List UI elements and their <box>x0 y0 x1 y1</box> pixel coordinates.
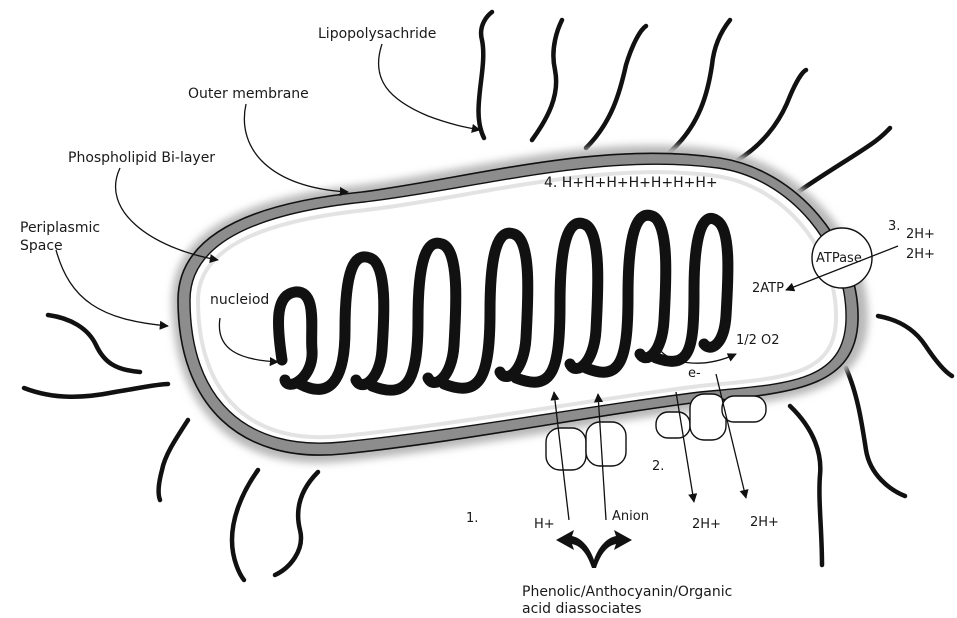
h-plus-label: H+ <box>534 517 555 532</box>
appendage <box>790 406 822 565</box>
proton-gradient-label: 4. H+H+H+H+H+H+H+ <box>544 175 718 191</box>
lipopolysachride-label: Lipopolysachride <box>318 26 436 42</box>
nucleiod-label: nucleiod <box>210 292 269 308</box>
anion-label: Anion <box>612 509 649 524</box>
electron-transport-protein <box>656 412 690 438</box>
phospholipid-label: Phospholipid Bi-layer <box>68 150 215 166</box>
electron-transport-protein <box>690 394 726 440</box>
appendage <box>738 70 806 160</box>
electron-label: e- <box>688 366 701 381</box>
electron-transport-protein <box>722 396 766 422</box>
appendage <box>479 12 492 138</box>
step-3-label: 3. <box>888 219 900 234</box>
step-1-label: 1. <box>466 511 478 526</box>
atp-label: 2ATP <box>752 281 784 296</box>
appendage <box>159 420 188 500</box>
appendage <box>846 368 905 496</box>
outer-membrane-leader <box>244 104 348 192</box>
transporter-protein <box>586 422 626 466</box>
step-2-label: 2. <box>652 459 664 474</box>
outer-membrane-label: Outer membrane <box>188 86 309 102</box>
appendage <box>232 470 258 580</box>
efflux-h-label: 2H+ <box>750 515 779 530</box>
transporter-protein <box>546 428 586 470</box>
appendage <box>48 315 140 372</box>
step-3-h1-label: 2H+ <box>906 227 935 242</box>
acid-label-line1: Phenolic/Anthocyanin/Organic <box>522 584 732 600</box>
appendage <box>798 128 890 192</box>
periplasmic-label-line2: Space <box>20 238 63 254</box>
appendage <box>878 316 952 376</box>
periplasmic-leader <box>56 250 168 326</box>
oxygen-label: 1/2 O2 <box>736 333 780 348</box>
periplasmic-label-line1: Periplasmic <box>20 220 100 236</box>
appendage <box>24 384 168 397</box>
dissociation-arrow <box>556 530 632 568</box>
appendage <box>586 26 646 148</box>
efflux-h-label: 2H+ <box>692 517 721 532</box>
appendage <box>275 472 318 575</box>
lipopolysachride-leader <box>379 44 480 130</box>
atpase-label: ATPase <box>816 251 862 266</box>
step-3-h2-label: 2H+ <box>906 247 935 262</box>
acid-label-line2: acid diassociates <box>522 601 642 617</box>
appendage <box>670 20 730 152</box>
appendage <box>532 20 562 140</box>
